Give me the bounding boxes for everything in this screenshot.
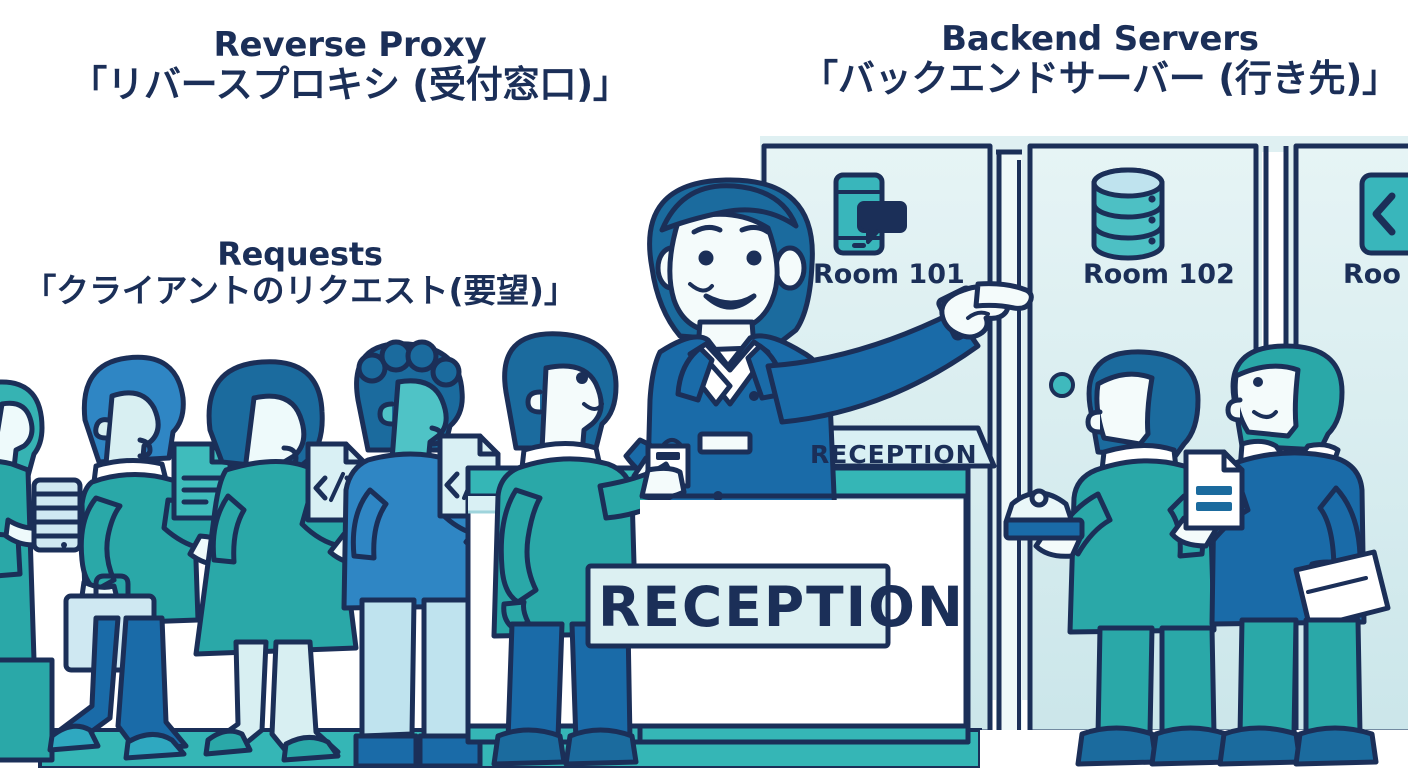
person-client-2 [47,354,237,761]
person-client-1 [0,379,83,763]
title-requests-jp: 「クライアントのリクエスト(要望)」 [23,270,577,310]
title-reverse-proxy-jp: 「リバースプロキシ (受付窓口)」 [70,62,630,106]
code-brackets-icon [1359,172,1408,256]
folder-icon [1293,549,1391,631]
desk-top-sign-label: RECEPTION [810,440,978,469]
covered-tray-icon [1003,488,1085,541]
title-backend-servers: Backend Servers 「バックエンドサーバー (行き先)」 [790,19,1408,100]
desk-front-sign-label: RECEPTION [598,575,965,639]
door-label-room-101: Room 101 [813,259,965,290]
door-knob[interactable] [1049,372,1075,398]
pointing-arm [765,281,1034,425]
title-reverse-proxy-en: Reverse Proxy [213,25,487,65]
title-requests: Requests 「クライアントのリクエスト(要望)」 [0,235,600,310]
person-staff-1 [1003,349,1233,767]
title-backend-servers-en: Backend Servers [941,19,1259,59]
door-label-room-102: Room 102 [1083,259,1235,290]
database-icon [1091,167,1165,261]
mobile-chat-icon [833,172,907,256]
person-client-3 [193,359,377,763]
title-requests-en: Requests [217,235,383,273]
title-backend-servers-jp: 「バックエンドサーバー (行き先)」 [801,56,1399,100]
person-staff-2 [1169,343,1391,767]
desk-front-overlay [585,493,971,745]
door-frame-gap-1 [996,149,1022,732]
title-reverse-proxy: Reverse Proxy 「リバースプロキシ (受付窓口)」 [30,25,670,106]
document-icon-lines [1183,449,1245,531]
door-label-room-103: Roo [1343,259,1401,290]
